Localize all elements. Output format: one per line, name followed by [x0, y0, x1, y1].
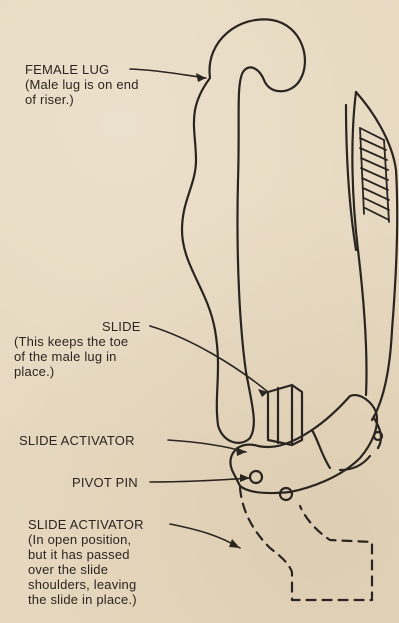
slide-note-1: (This keeps the toe	[14, 334, 141, 349]
riser-outline	[356, 92, 397, 420]
slide-activator-open-note-2: but it has passed	[28, 547, 144, 562]
female-lug-label: FEMALE LUG (Male lug is on end of riser.…	[25, 62, 139, 107]
slide-activator-open-note-5: the slide in place.)	[28, 592, 144, 607]
pivot-pin-title: PIVOT PIN	[72, 475, 138, 490]
slide-activator-label: SLIDE ACTIVATOR	[19, 433, 135, 448]
leader-lines	[130, 69, 268, 548]
slide-note-3: place.)	[14, 364, 141, 379]
slide-note-2: of the male lug in	[14, 349, 141, 364]
slide-activator-open-dashed	[240, 488, 372, 600]
female-lug-note-2: of riser.)	[25, 92, 139, 107]
female-lug-title: FEMALE LUG	[25, 62, 139, 77]
female-lug-note-1: (Male lug is on end	[25, 77, 139, 92]
slide-activator-open-note-1: (In open position,	[28, 532, 144, 547]
slide-title: SLIDE	[14, 319, 141, 334]
slide-activator-open-note-4: shoulders, leaving	[28, 577, 144, 592]
riser-grip-slats	[360, 128, 389, 222]
slide-activator-open-note-3: over the slide	[28, 562, 144, 577]
slide-activator-open-label: SLIDE ACTIVATOR (In open position, but i…	[28, 517, 144, 607]
pivot-pin-circle	[250, 471, 262, 483]
slide-label: SLIDE (This keeps the toe of the male lu…	[14, 319, 141, 379]
pivot-pin-label: PIVOT PIN	[72, 475, 138, 490]
female-lug-outline	[182, 19, 305, 442]
slide-activator-open-title: SLIDE ACTIVATOR	[28, 517, 144, 532]
slide-activator-title: SLIDE ACTIVATOR	[19, 433, 135, 448]
slide-block	[268, 385, 302, 445]
